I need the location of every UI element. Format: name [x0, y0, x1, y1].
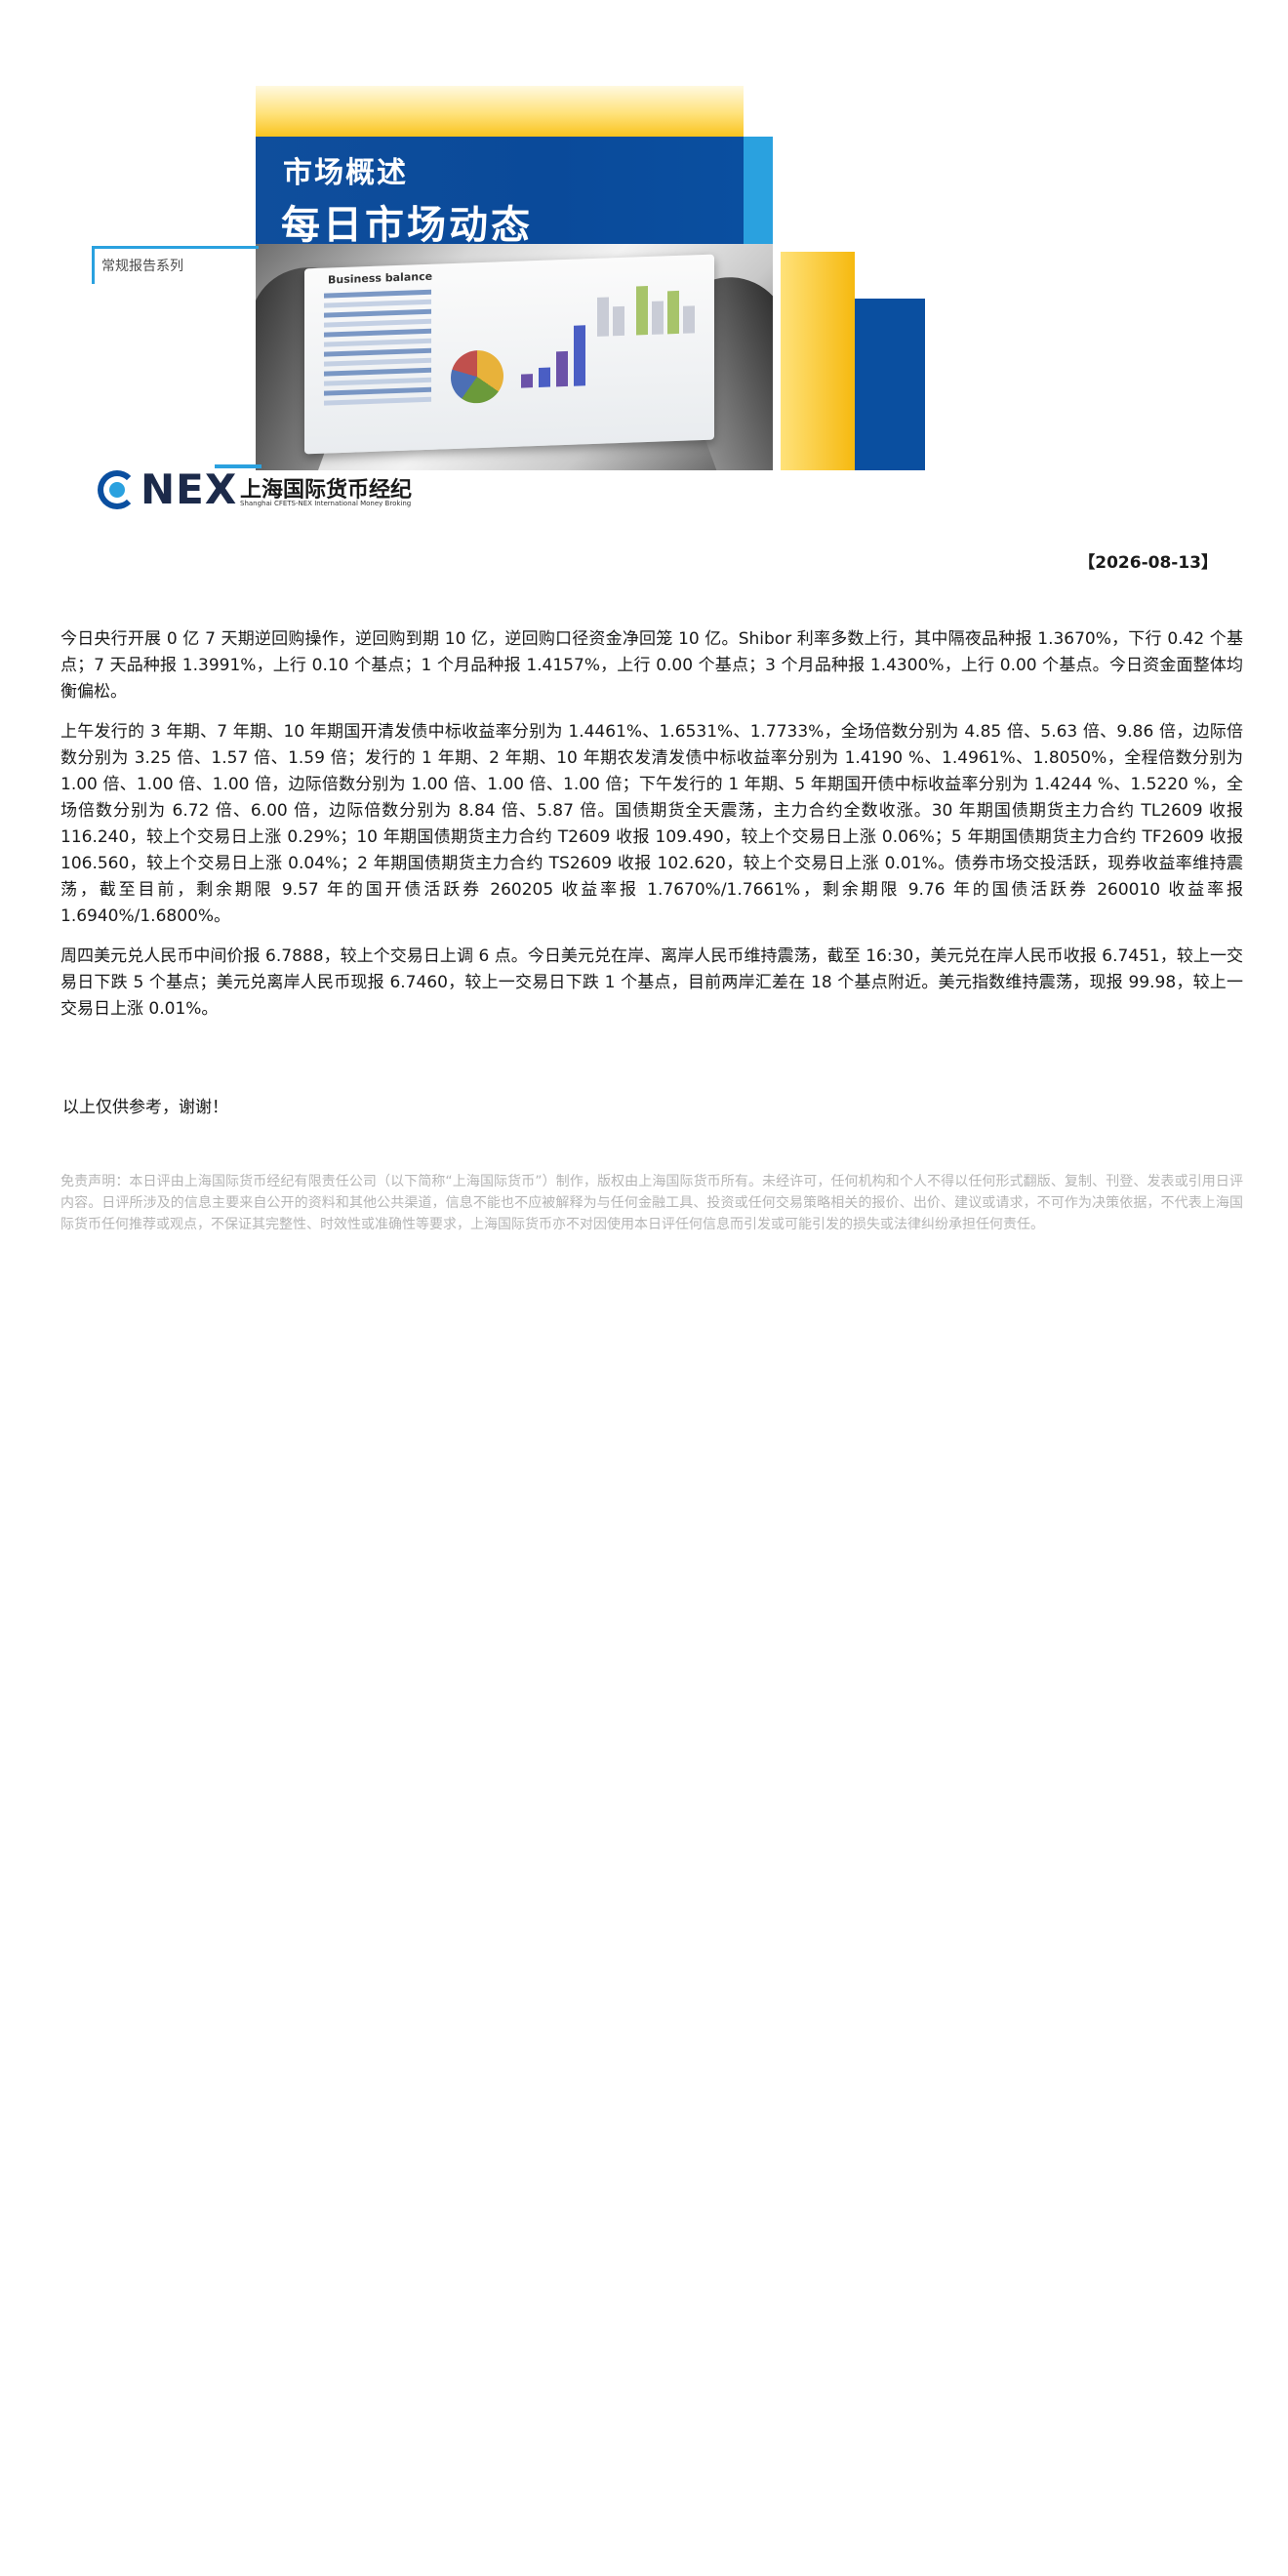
bar-icon: [667, 290, 679, 335]
series-label: 常规报告系列: [101, 259, 183, 274]
logo-divider: [215, 464, 262, 468]
bar-icon: [597, 297, 609, 337]
series-bracket: [92, 246, 259, 284]
bar-icon: [539, 367, 550, 387]
bar-icon: [556, 350, 568, 387]
cover-yellow-stripe: [256, 86, 744, 137]
logo-chinese-name: 上海国际货币经纪: [240, 478, 413, 503]
logo-english-name: Shanghai CFETS-NEX International Money B…: [240, 500, 412, 507]
bar-icon: [574, 325, 585, 386]
bar-icon: [683, 305, 695, 334]
cover-photo-hands-with-chart: Business balance: [256, 244, 773, 470]
bar-icon: [613, 305, 624, 337]
bar-icon: [652, 301, 664, 335]
business-chart-sheet: Business balance: [304, 254, 714, 455]
cover-yellow-bar: [781, 252, 855, 470]
disclaimer: 免责声明：本日评由上海国际货币经纪有限责任公司（以下简称“上海国际货币”）制作，…: [60, 1174, 1243, 1232]
company-logo: NEX 上海国际货币经纪 Shanghai CFETS-NEX Internat…: [98, 466, 449, 525]
chart-sheet-table: [324, 289, 431, 411]
nex-logo-icon: [98, 470, 137, 509]
chart-sheet-caption: Business balance: [328, 269, 433, 287]
paragraph-bond-market: 上午发行的 3 年期、7 年期、10 年期国开清发债中标收益率分别为 1.446…: [60, 722, 1243, 926]
logo-wordmark: NEX: [141, 465, 238, 513]
report-cover: 市场概述 每日市场动态 Business balance 常规报告系列: [0, 0, 1288, 527]
pie-chart-icon: [451, 349, 503, 405]
cover-title-line1: 市场概述: [283, 156, 408, 190]
paragraph-money-market: 今日央行开展 0 亿 7 天期逆回购操作，逆回购到期 10 亿，逆回购口径资金净…: [60, 629, 1243, 702]
bar-icon: [636, 286, 648, 336]
cover-title-panel: [256, 137, 744, 263]
bar-icon: [521, 374, 533, 388]
closing-note: 以上仅供参考，谢谢！: [62, 1098, 228, 1117]
report-date: 【2026-08-13】: [1078, 553, 1218, 573]
cover-blue-bar: [855, 299, 925, 470]
report-body: 今日央行开展 0 亿 7 天期逆回购操作，逆回购到期 10 亿，逆回购口径资金净…: [60, 626, 1243, 1036]
paragraph-fx-market: 周四美元兑人民币中间价报 6.7888，较上个交易日上调 6 点。今日美元兑在岸…: [60, 946, 1243, 1019]
cover-title-line2: 每日市场动态: [281, 203, 533, 248]
cover-cyan-accent: [744, 137, 773, 244]
